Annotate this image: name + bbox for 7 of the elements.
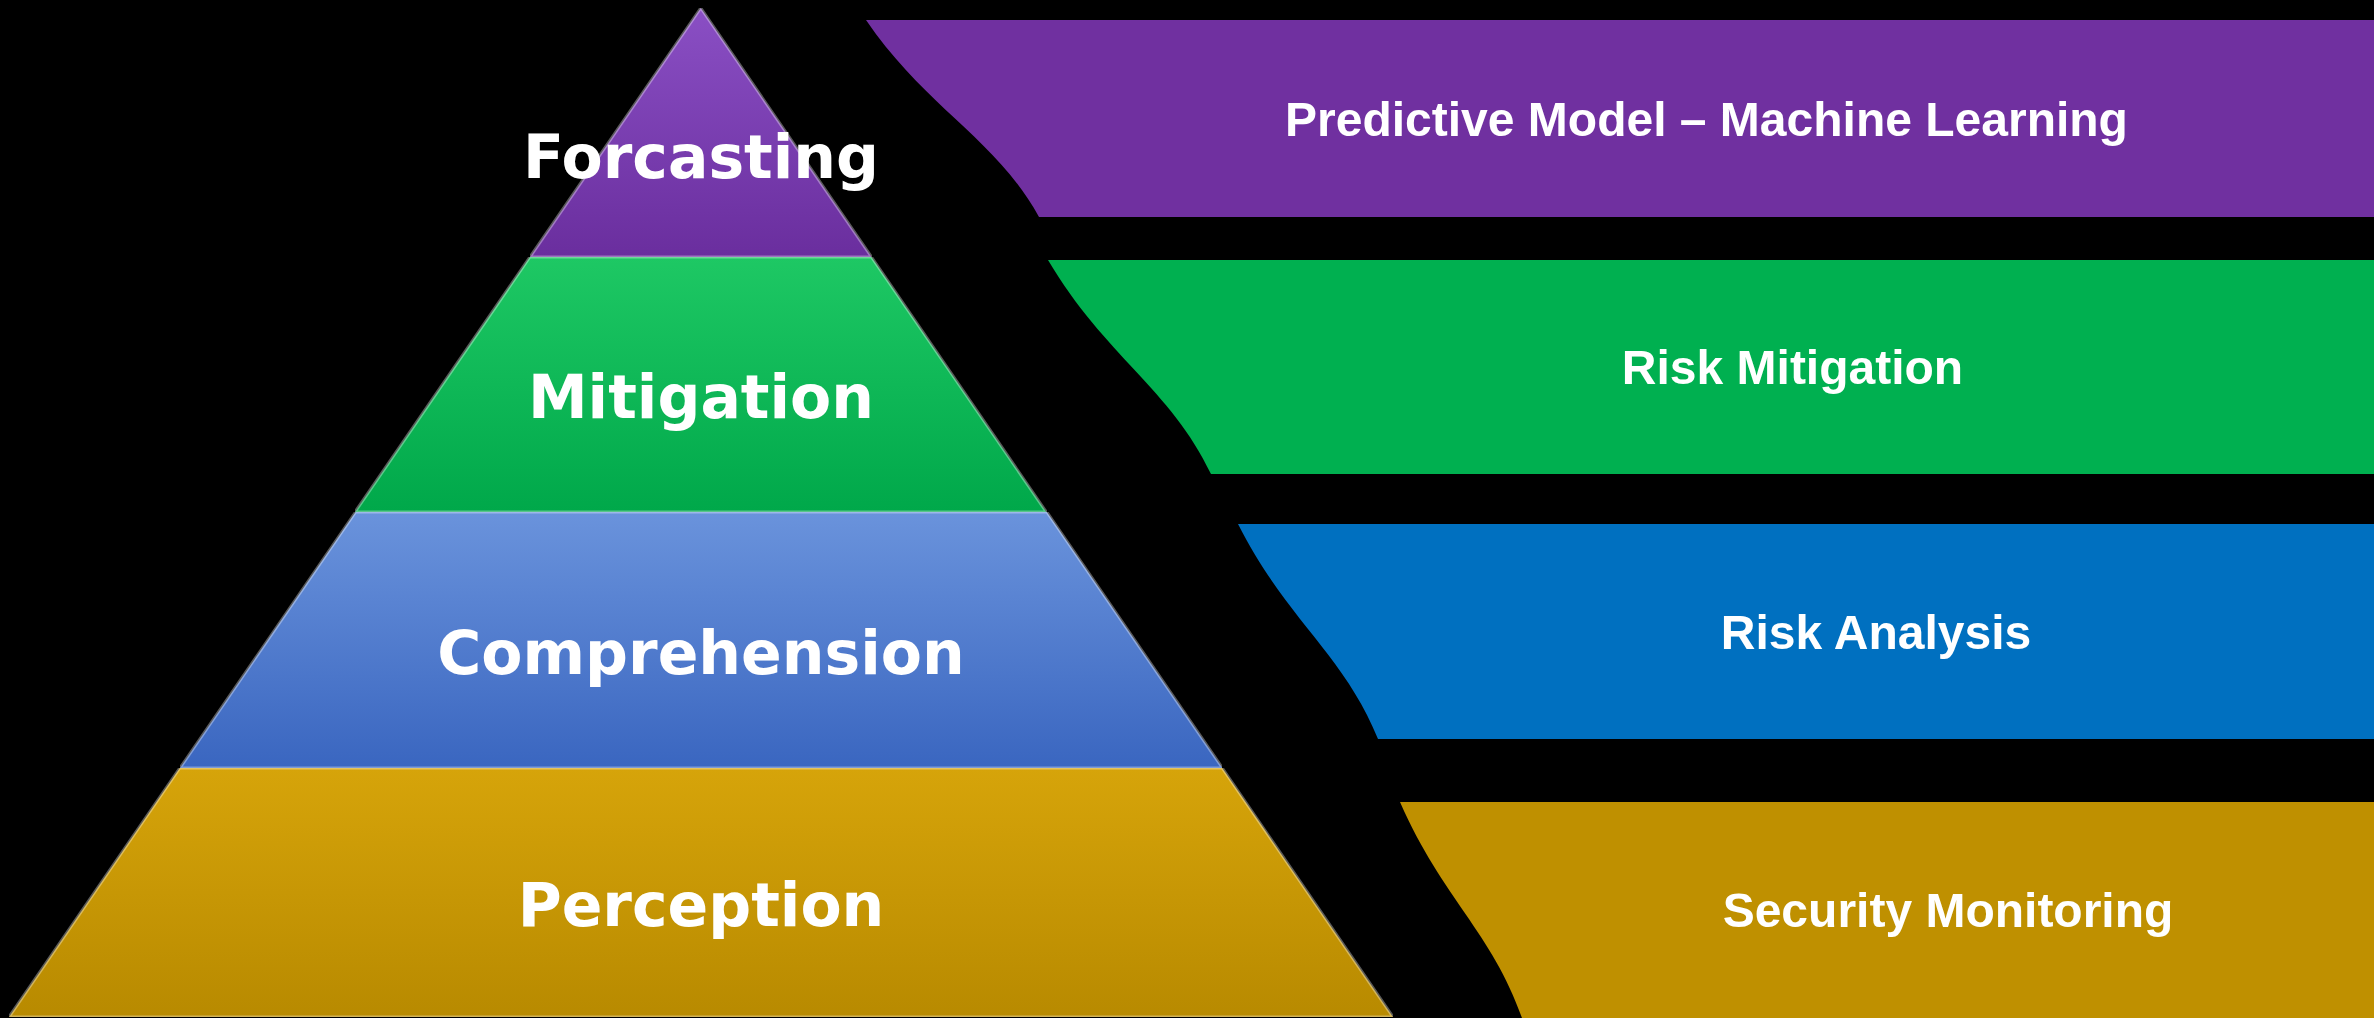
banner-label: Risk Mitigation [1621, 339, 1964, 395]
banner-label: Predictive Model – Machine Learning [1285, 91, 2128, 146]
banner-label: Risk Analysis [1720, 604, 2032, 659]
banner-label: Security Monitoring [1722, 882, 2174, 938]
tier-label: Perception [517, 869, 885, 940]
tier-label: Comprehension [437, 617, 965, 688]
tier-label: Mitigation [527, 362, 875, 433]
